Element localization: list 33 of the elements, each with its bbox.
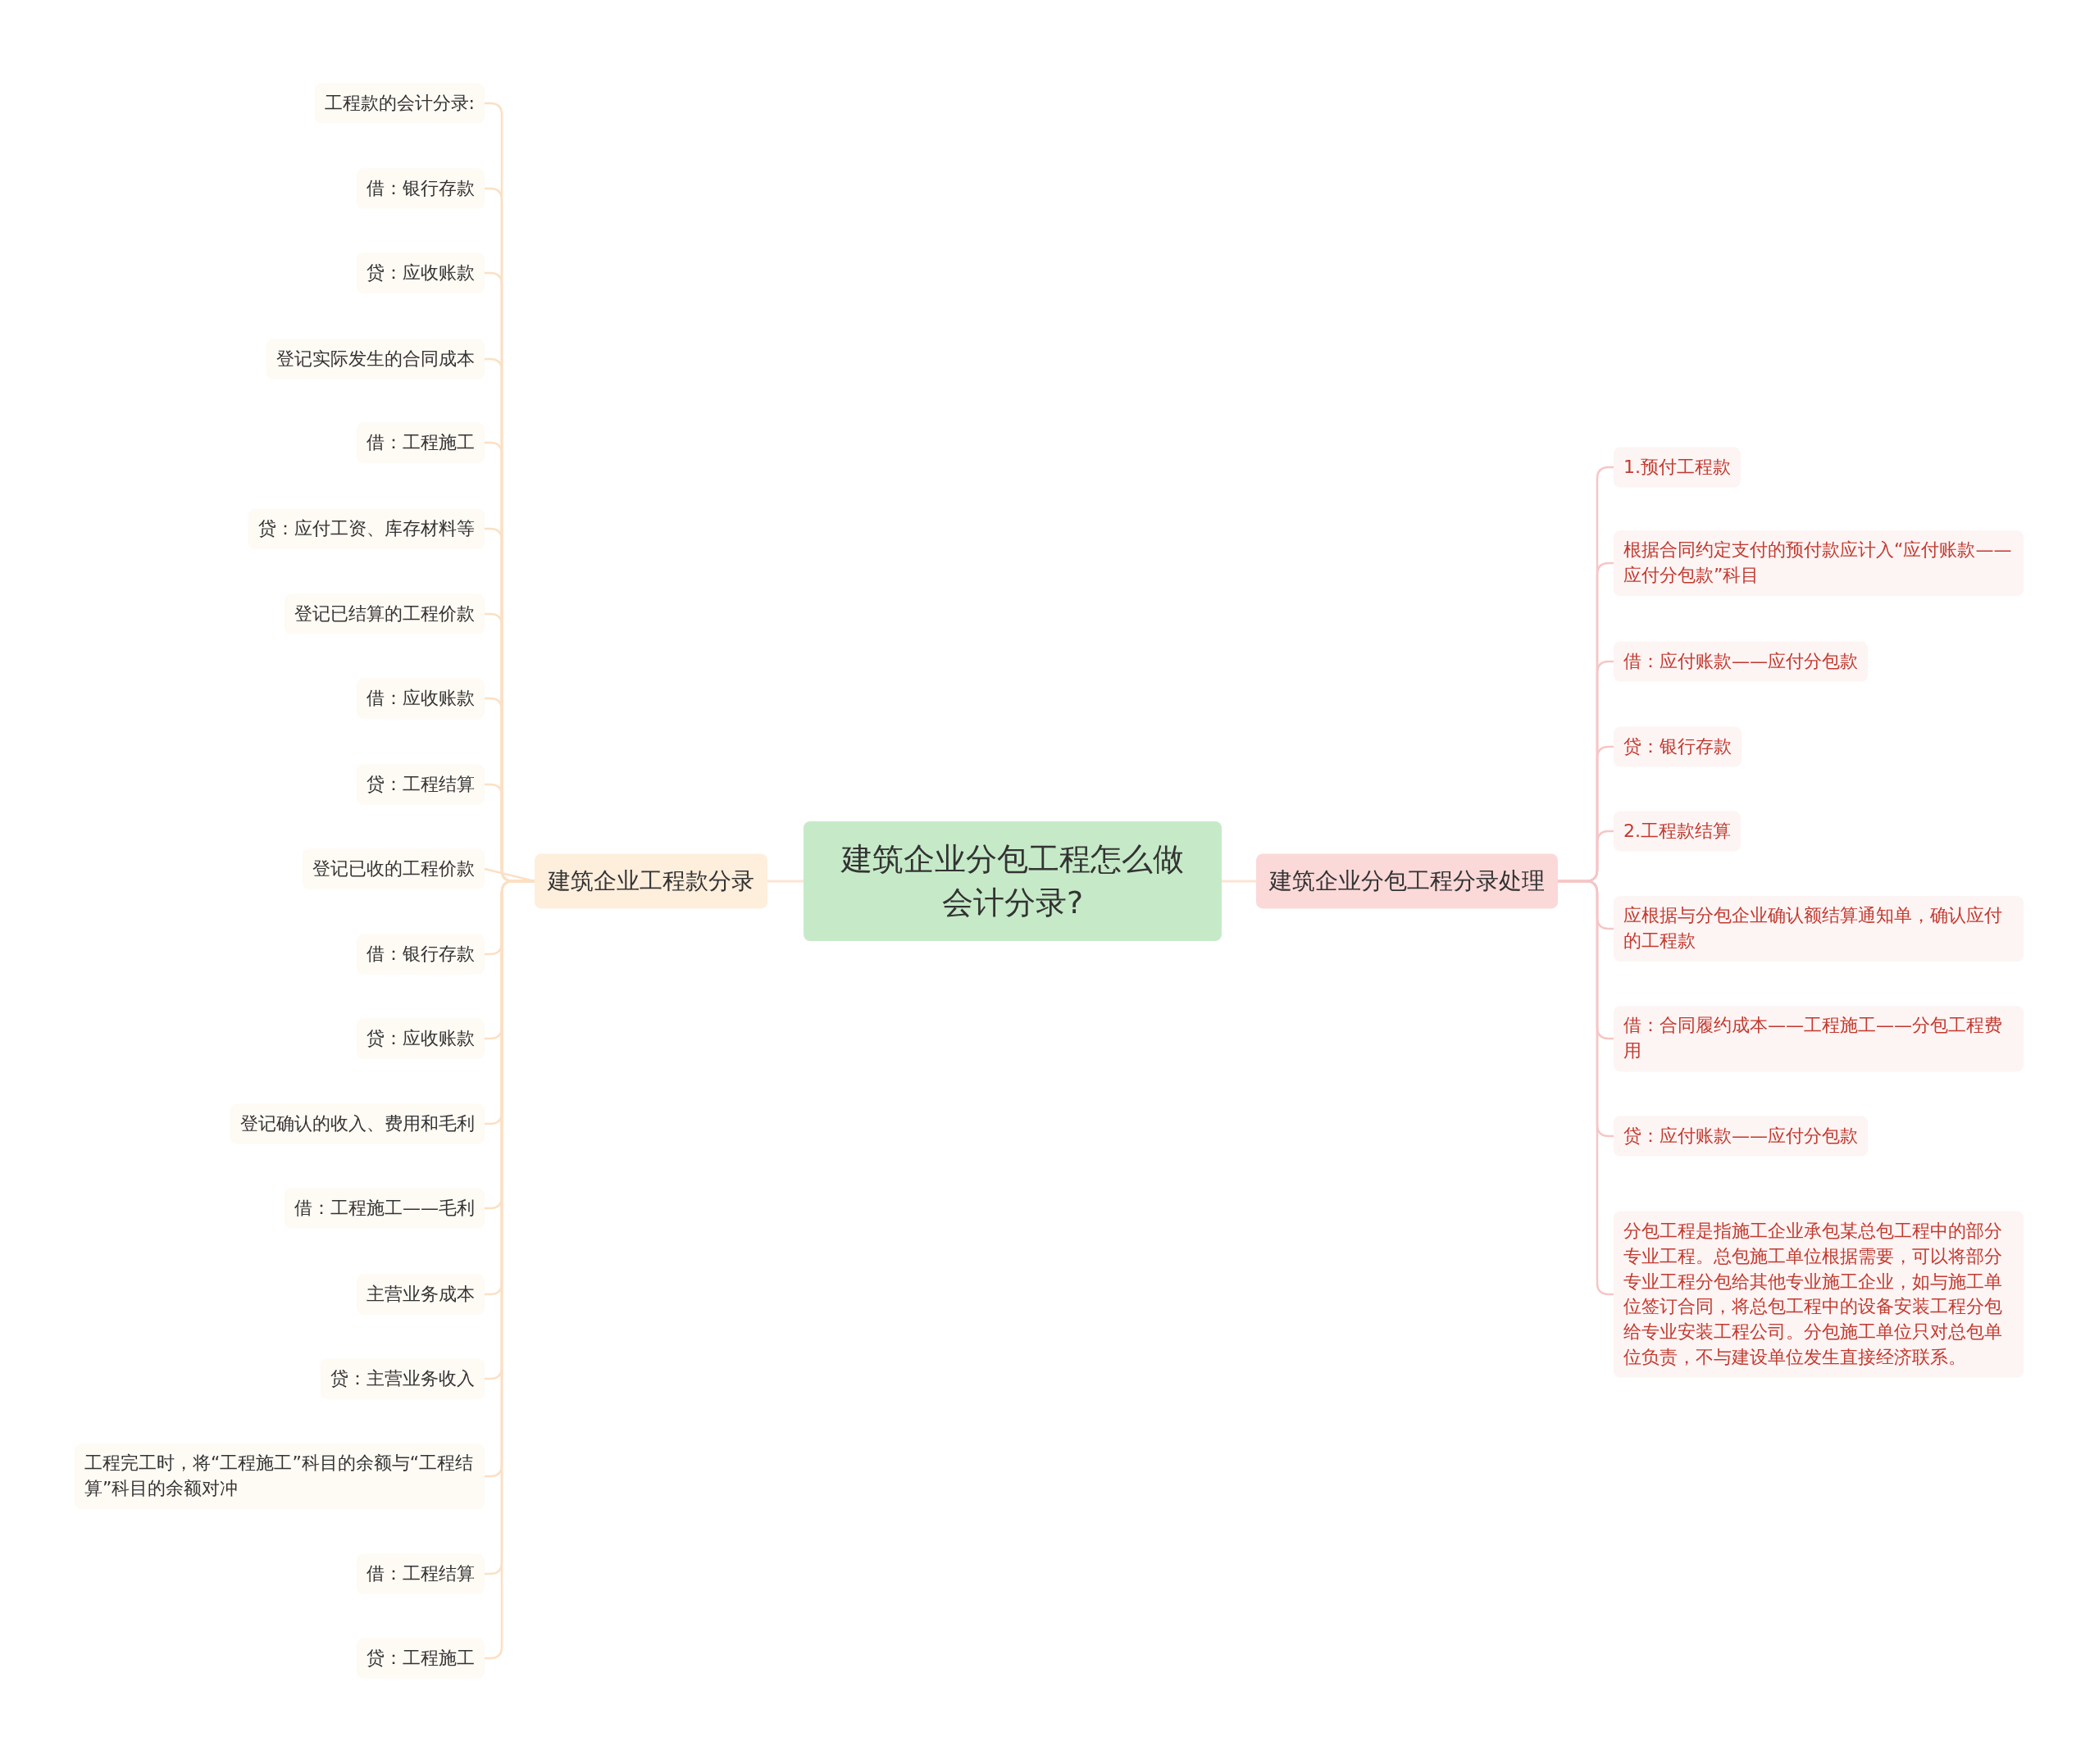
subtopic: 贷：工程施工 (357, 1638, 485, 1679)
subtopic: 借：合同履约成本——工程施工——分包工程费用 (1614, 1006, 2024, 1071)
connector-line (767, 880, 804, 883)
subtopic: 贷：主营业务收入 (321, 1358, 485, 1399)
subtopic: 登记已收的工程价款 (303, 848, 485, 889)
connector-line (1222, 880, 1256, 883)
main-branch-topic: 建筑企业分包工程分录处理 (1256, 853, 1558, 909)
subtopic: 贷：应付工资、库存材料等 (248, 508, 485, 549)
subtopic: 分包工程是指施工企业承包某总包工程中的部分专业工程。总包施工单位根据需要，可以将部分专业工程分包给其他专业施工企业，如与施工单位签订合同，将总包工程中的设备安装工程分包给专业安装工程公司。分包施工单位只对总包单位负责，不与建设单位发生直接经济联系。 (1614, 1211, 2024, 1378)
subtopic: 工程款的会计分录: (314, 83, 485, 124)
subtopic: 贷：应付账款——应付分包款 (1614, 1116, 1868, 1157)
subtopic: 应根据与分包企业确认额结算通知单，确认应付的工程款 (1614, 896, 2024, 962)
subtopic: 贷：工程结算 (357, 764, 485, 805)
subtopic: 贷：银行存款 (1614, 726, 1742, 767)
subtopic: 根据合同约定支付的预付款应计入“应付账款——应付分包款”科目 (1614, 530, 2024, 596)
subtopic: 贷：应收账款 (357, 1018, 485, 1059)
main-branch-topic: 建筑企业工程款分录 (535, 853, 767, 909)
subtopic: 借：银行存款 (357, 168, 485, 209)
subtopic: 贷：应收账款 (357, 252, 485, 293)
subtopic: 2.工程款结算 (1614, 811, 1741, 852)
subtopic: 1.预付工程款 (1614, 447, 1741, 488)
subtopic: 借：工程结算 (357, 1553, 485, 1594)
subtopic: 借：银行存款 (357, 934, 485, 975)
subtopic: 借：应付账款——应付分包款 (1614, 641, 1868, 682)
subtopic: 工程完工时，将“工程施工”科目的余额与“工程结算”科目的余额对冲 (75, 1443, 485, 1509)
subtopic: 登记确认的收入、费用和毛利 (230, 1103, 485, 1144)
subtopic: 主营业务成本 (357, 1274, 485, 1315)
subtopic: 借：工程施工 (357, 422, 485, 463)
subtopic: 借：应收账款 (357, 678, 485, 719)
subtopic: 登记实际发生的合同成本 (266, 339, 485, 380)
central-topic: 建筑企业分包工程怎么做会计分录? (804, 821, 1222, 941)
subtopic: 登记已结算的工程价款 (285, 593, 485, 634)
subtopic: 借：工程施工——毛利 (285, 1188, 485, 1229)
